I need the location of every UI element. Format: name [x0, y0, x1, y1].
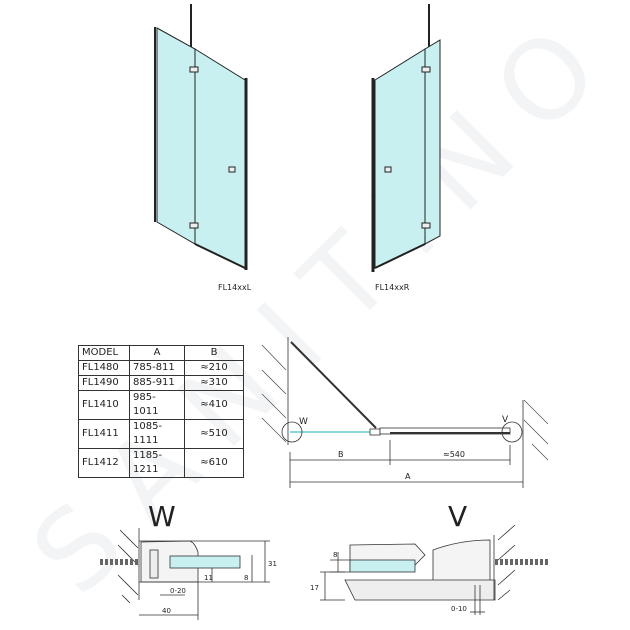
- detail-w-dim-0-20: 0-20: [170, 587, 186, 595]
- door-left-label: FL14xxL: [218, 283, 252, 292]
- cell-model: FL1410: [78, 390, 130, 420]
- door-left-illustration: [154, 4, 248, 270]
- cell-b: ≈510: [184, 419, 244, 449]
- cell-a: 985-1011: [129, 390, 185, 420]
- dim-a: A: [405, 472, 411, 481]
- header-a: A: [129, 345, 185, 361]
- cell-model: FL1411: [78, 419, 130, 449]
- detail-w-dim-40: 40: [162, 607, 171, 615]
- cell-a: 785-811: [129, 360, 185, 376]
- cell-model: FL1480: [78, 360, 130, 376]
- cell-model: FL1412: [78, 448, 130, 478]
- door-right-illustration: [371, 4, 441, 272]
- detail-w-dim-31: 31: [268, 560, 277, 568]
- detail-v-drawing: [320, 524, 550, 615]
- dim-540: ≈540: [443, 450, 465, 459]
- cell-a: 885-911: [129, 375, 185, 391]
- detail-v-title: V: [448, 500, 467, 533]
- detail-v-dim-17: 17: [310, 584, 319, 592]
- plan-view: [261, 337, 549, 488]
- detail-v-dim-8: 8: [333, 551, 337, 559]
- cell-a: 1185-1211: [129, 448, 185, 478]
- cell-b: ≈210: [184, 360, 244, 376]
- dim-b: B: [338, 450, 344, 459]
- plan-v-label: V: [502, 415, 509, 425]
- cell-a: 1085-1111: [129, 419, 185, 449]
- door-right-label: FL14xxR: [375, 283, 410, 292]
- cell-b: ≈610: [184, 448, 244, 478]
- table-header-row: MODEL A B: [78, 345, 244, 361]
- plan-w-label: W: [299, 417, 308, 427]
- detail-w-dim-8: 8: [244, 574, 248, 582]
- header-model: MODEL: [78, 345, 130, 361]
- detail-v-dim-0-10: 0-10: [451, 605, 467, 613]
- cell-b: ≈310: [184, 375, 244, 391]
- cell-b: ≈410: [184, 390, 244, 420]
- header-b: B: [184, 345, 244, 361]
- detail-w-drawing: [100, 528, 270, 620]
- watermark: SANITINO: [8, 0, 630, 618]
- detail-w-title: W: [148, 500, 176, 533]
- detail-w-dim-11: 11: [204, 574, 213, 582]
- cell-model: FL1490: [78, 375, 130, 391]
